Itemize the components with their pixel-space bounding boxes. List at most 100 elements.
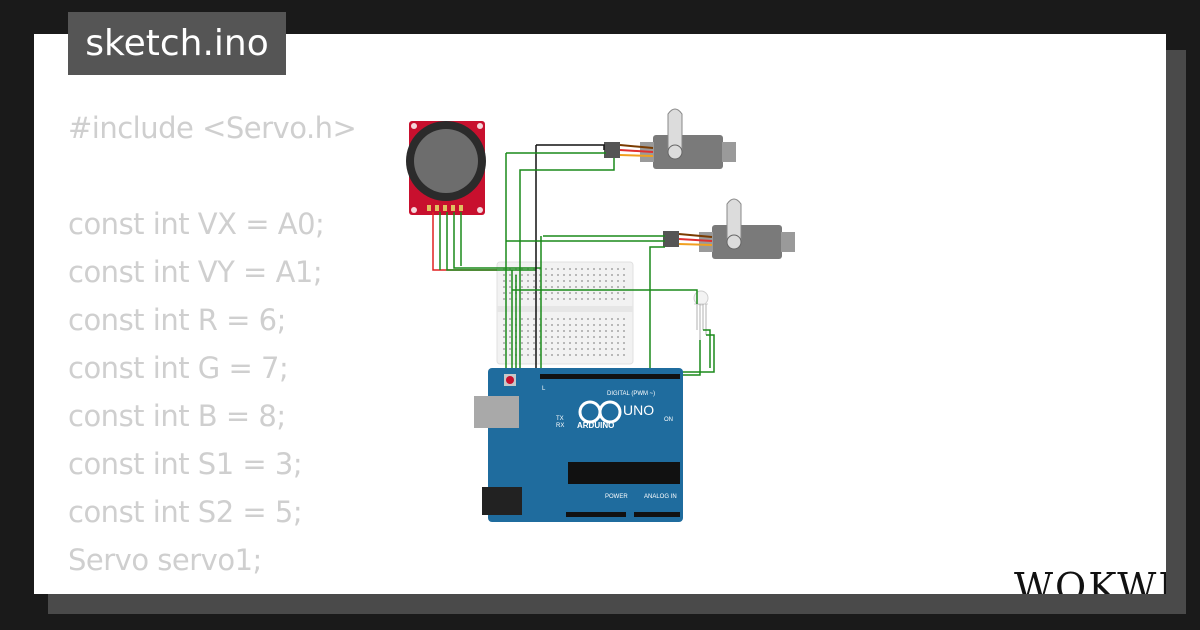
breadboard-hole: [575, 286, 577, 288]
breadboard-hole: [575, 268, 577, 270]
breadboard-hole: [503, 354, 505, 356]
breadboard-hole: [575, 324, 577, 326]
code-line: const int VX = A0;: [68, 207, 325, 241]
breadboard-hole: [581, 268, 583, 270]
breadboard-hole: [611, 348, 613, 350]
breadboard-hole: [563, 280, 565, 282]
breadboard-hole: [521, 274, 523, 276]
breadboard-hole: [605, 280, 607, 282]
breadboard: [496, 261, 634, 365]
breadboard-hole: [521, 354, 523, 356]
breadboard-hole: [569, 298, 571, 300]
wokwi-wordmark: WOKWI: [1014, 565, 1166, 594]
breadboard-hole: [623, 336, 625, 338]
breadboard-hole: [551, 298, 553, 300]
breadboard-hole: [551, 318, 553, 320]
breadboard-hole: [605, 268, 607, 270]
breadboard-hole: [539, 354, 541, 356]
breadboard-hole: [509, 336, 511, 338]
code-line: const int VY = A1;: [68, 255, 323, 289]
breadboard-hole: [545, 348, 547, 350]
wokwi-logo: WOKWI: [1014, 565, 1166, 594]
breadboard-hole: [617, 348, 619, 350]
breadboard-hole: [587, 274, 589, 276]
breadboard-hole: [581, 342, 583, 344]
breadboard-hole: [575, 348, 577, 350]
breadboard-hole: [593, 342, 595, 344]
breadboard-hole: [617, 342, 619, 344]
breadboard-hole: [563, 336, 565, 338]
breadboard-hole: [569, 354, 571, 356]
breadboard-hole: [521, 324, 523, 326]
breadboard-hole: [599, 348, 601, 350]
breadboard-hole: [569, 330, 571, 332]
breadboard-hole: [509, 298, 511, 300]
breadboard-hole: [527, 274, 529, 276]
breadboard-hole: [623, 348, 625, 350]
breadboard-hole: [581, 280, 583, 282]
breadboard-hole: [557, 342, 559, 344]
breadboard-hole: [587, 268, 589, 270]
breadboard-hole: [569, 318, 571, 320]
breadboard-hole: [605, 286, 607, 288]
wires: [432, 144, 715, 516]
breadboard-hole: [503, 286, 505, 288]
breadboard-hole: [599, 330, 601, 332]
breadboard-hole: [587, 348, 589, 350]
breadboard-hole: [605, 342, 607, 344]
breadboard-hole: [509, 274, 511, 276]
breadboard-hole: [539, 348, 541, 350]
code-line: const int B = 8;: [68, 399, 286, 433]
breadboard-hole: [581, 318, 583, 320]
sketch-file-tab[interactable]: sketch.ino: [68, 12, 286, 75]
breadboard-hole: [503, 342, 505, 344]
power-header-label: POWER: [605, 494, 628, 500]
code-line: Servo servo2;: [68, 584, 356, 594]
breadboard-hole: [623, 280, 625, 282]
breadboard-hole: [503, 348, 505, 350]
breadboard-hole: [521, 286, 523, 288]
breadboard-hole: [569, 336, 571, 338]
breadboard-hole: [563, 274, 565, 276]
breadboard-hole: [569, 292, 571, 294]
servo-motor-2: [663, 198, 795, 259]
breadboard-hole: [545, 274, 547, 276]
breadboard-hole: [557, 336, 559, 338]
breadboard-hole: [521, 318, 523, 320]
breadboard-hole: [575, 336, 577, 338]
breadboard-hole: [503, 298, 505, 300]
breadboard-hole: [569, 268, 571, 270]
breadboard-hole: [557, 348, 559, 350]
breadboard-hole: [539, 286, 541, 288]
breadboard-hole: [611, 336, 613, 338]
breadboard-hole: [527, 292, 529, 294]
code-line: const int S1 = 3;: [68, 447, 303, 481]
breadboard-hole: [509, 342, 511, 344]
breadboard-hole: [623, 298, 625, 300]
breadboard-hole: [551, 330, 553, 332]
breadboard-hole: [617, 298, 619, 300]
breadboard-hole: [575, 298, 577, 300]
breadboard-hole: [617, 268, 619, 270]
breadboard-hole: [527, 342, 529, 344]
breadboard-hole: [509, 268, 511, 270]
breadboard-hole: [551, 324, 553, 326]
breadboard-hole: [533, 298, 535, 300]
breadboard-hole: [521, 336, 523, 338]
breadboard-hole: [617, 292, 619, 294]
breadboard-hole: [545, 342, 547, 344]
code-line: #include <Servo.h>: [68, 111, 357, 145]
code-preview: #include <Servo.h> const int VX = A0; co…: [68, 104, 357, 594]
breadboard-hole: [581, 286, 583, 288]
breadboard-hole: [593, 286, 595, 288]
breadboard-hole: [521, 280, 523, 282]
breadboard-hole: [509, 280, 511, 282]
breadboard-hole: [611, 318, 613, 320]
breadboard-hole: [605, 330, 607, 332]
code-line: const int G = 7;: [68, 351, 289, 385]
breadboard-hole: [569, 274, 571, 276]
breadboard-hole: [581, 354, 583, 356]
breadboard-hole: [551, 280, 553, 282]
breadboard-hole: [617, 286, 619, 288]
breadboard-hole: [527, 268, 529, 270]
